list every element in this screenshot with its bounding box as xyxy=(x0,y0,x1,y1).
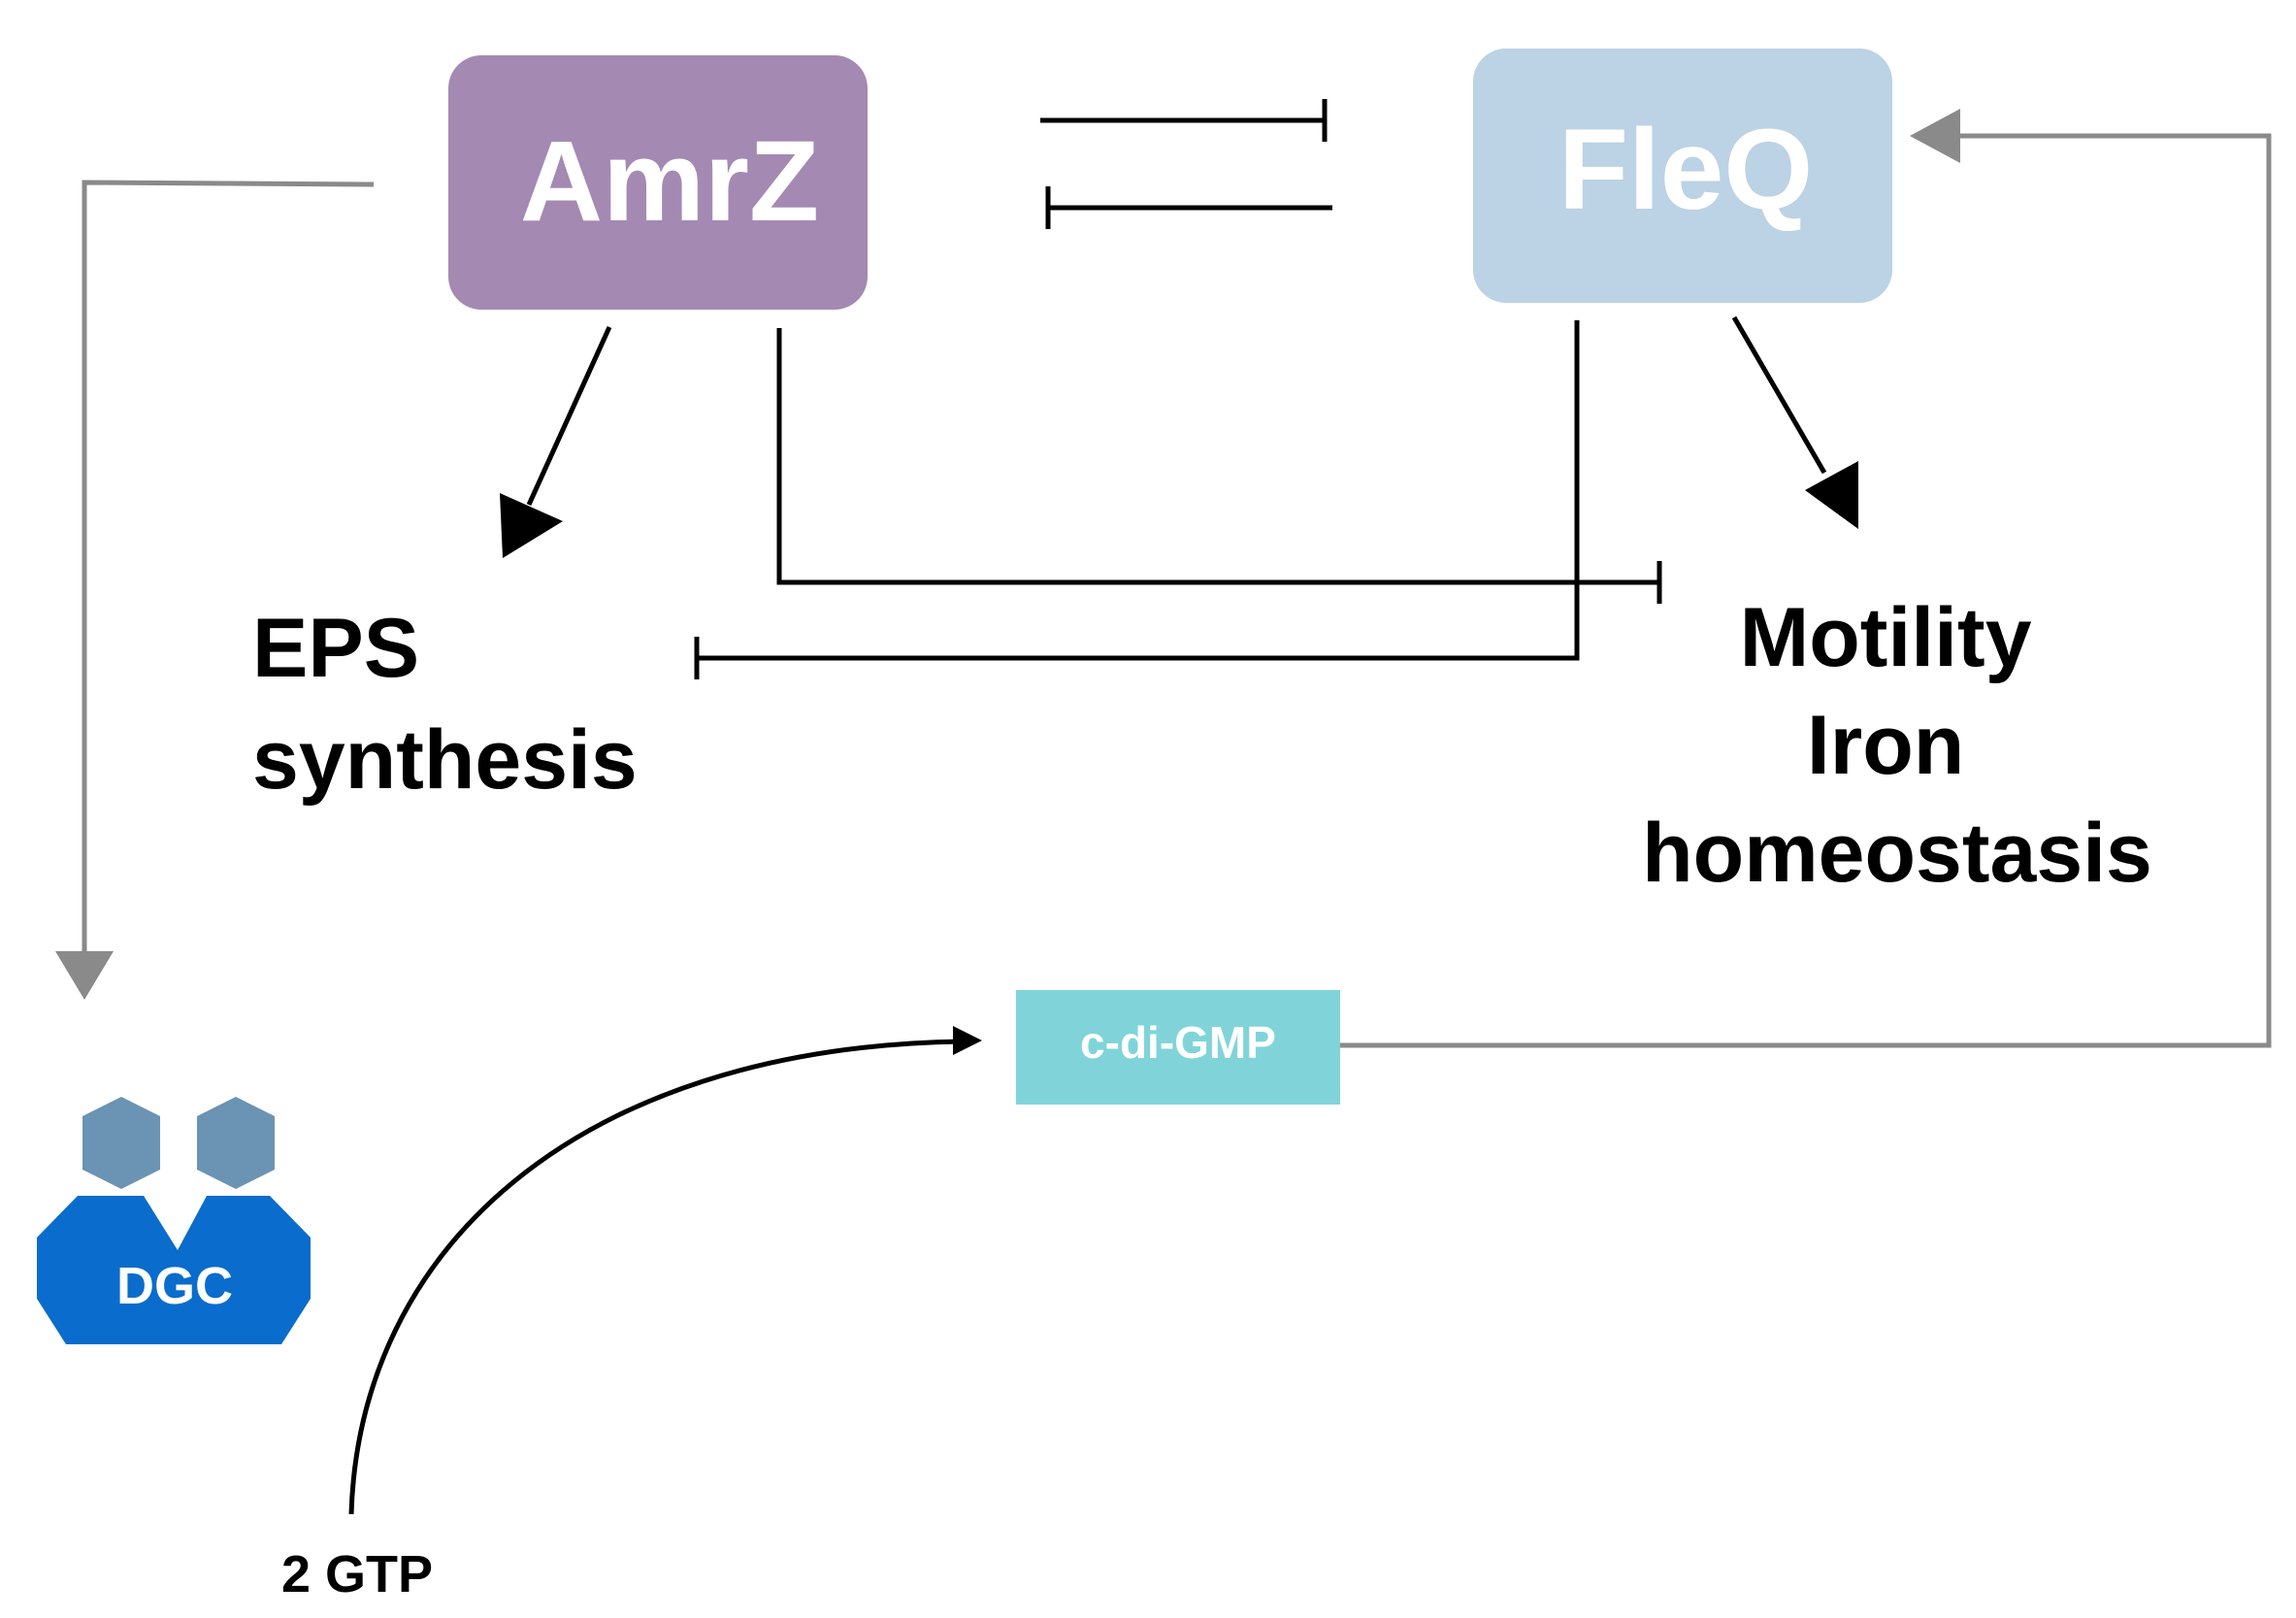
fleq-to-motility-line xyxy=(1731,315,1827,475)
cdigmp-to-fleq-arrowhead xyxy=(1910,109,1960,163)
motility-line-1: Motility xyxy=(1740,591,2032,684)
gray-arrowheads xyxy=(55,109,1960,1000)
gtp-to-cdigmp-arrowhead xyxy=(953,1026,982,1055)
amrz-to-eps-line xyxy=(526,325,612,507)
amrz-to-eps-arrowhead xyxy=(500,493,563,558)
amrz-inhibits-motility-line xyxy=(776,328,1659,585)
dgc-ligand-hexagon-left xyxy=(82,1097,160,1189)
fleq-inhibits-eps-line xyxy=(697,320,1580,661)
cdigmp-label: c-di-GMP xyxy=(1080,1017,1276,1068)
gray-edges xyxy=(82,133,2272,1048)
cdigmp-box xyxy=(1016,990,1340,1105)
amrz-to-dgc-arrowhead xyxy=(55,951,114,1000)
gtp-to-cdigmp-curve xyxy=(348,1039,962,1515)
motility-label: Motility Iron homeostasis xyxy=(1642,591,2152,900)
eps-line-2: synthesis xyxy=(252,713,638,807)
dgc-ligand-hexagon-right xyxy=(197,1097,275,1189)
amrz-label: AmrZ xyxy=(520,117,819,246)
dgc-label: DGC xyxy=(116,1257,233,1315)
cdigmp-to-fleq-line xyxy=(1340,133,2272,1048)
gtp-label: 2 GTP xyxy=(281,1545,433,1603)
fleq-to-motility-arrowhead xyxy=(1805,461,1858,529)
amrz-to-dgc-line xyxy=(82,180,375,961)
fleq-label: FleQ xyxy=(1558,106,1813,234)
dgc-enzyme-shape xyxy=(37,1196,311,1344)
black-arrowheads xyxy=(500,461,1858,1055)
motility-line-3: homeostasis xyxy=(1642,807,2152,900)
eps-line-1: EPS xyxy=(252,602,419,695)
amrz-box xyxy=(448,55,868,310)
motility-line-2: Iron xyxy=(1807,699,1964,792)
eps-synthesis-label: EPS synthesis xyxy=(252,602,638,807)
black-edges xyxy=(348,99,1827,1515)
fleq-box xyxy=(1473,49,1892,303)
